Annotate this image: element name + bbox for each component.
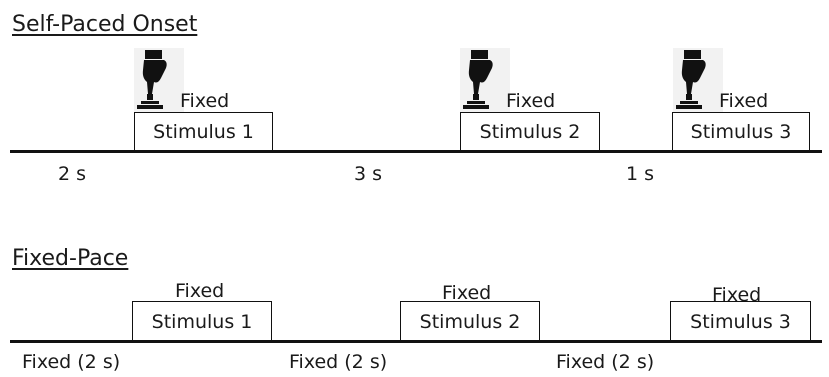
interval-label: 3 s [354, 163, 383, 185]
stimulus-box: Stimulus 3 [672, 112, 810, 152]
interval-label: 1 s [626, 163, 655, 185]
stimulus-fixed-tag: Fixed [442, 282, 492, 304]
stimulus-box: Stimulus 1 [132, 301, 272, 342]
hand-pressing-button-icon [460, 48, 510, 114]
self-paced-title: Self-Paced Onset [12, 12, 198, 37]
stimulus-fixed-tag: Fixed [506, 90, 556, 112]
interval-label: Fixed (2 s) [556, 351, 655, 373]
interval-label: Fixed (2 s) [289, 351, 388, 373]
stimulus-box: Stimulus 2 [460, 112, 600, 152]
stimulus-fixed-tag: Fixed [175, 280, 225, 302]
interval-label: Fixed (2 s) [22, 351, 121, 373]
timeline-axis [10, 150, 822, 153]
stimulus-box: Stimulus 1 [134, 112, 273, 152]
hand-pressing-button-icon [673, 48, 723, 114]
stimulus-fixed-tag: Fixed [180, 90, 230, 112]
stimulus-fixed-tag: Fixed [712, 284, 762, 306]
interval-label: 2 s [58, 163, 87, 185]
stimulus-box: Stimulus 3 [670, 301, 811, 342]
stimulus-fixed-tag: Fixed [719, 90, 769, 112]
hand-pressing-button-icon [134, 48, 184, 114]
timeline-axis [10, 340, 822, 343]
stimulus-box: Stimulus 2 [400, 301, 540, 342]
fixed-pace-title: Fixed-Pace [12, 246, 129, 271]
